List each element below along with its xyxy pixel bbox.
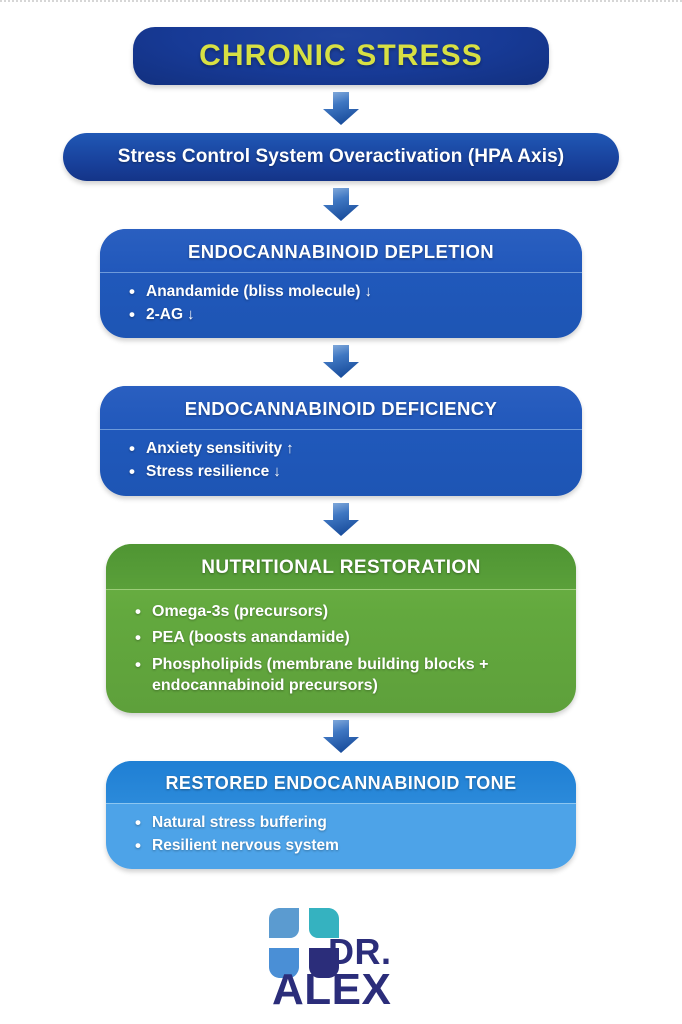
node-endocannabinoid-depletion: ENDOCANNABINOID DEPLETION Anandamide (bl… (100, 229, 582, 339)
restored-header: RESTORED ENDOCANNABINOID TONE (106, 760, 576, 804)
trend-down-icon: ↓ (364, 283, 372, 300)
arrow-connector-3 (321, 345, 361, 379)
restored-body: Natural stress buffering Resilient nervo… (106, 804, 576, 869)
list-item: Phospholipids (membrane building blocks … (135, 654, 558, 697)
list-item-text: Resilient nervous system (152, 836, 339, 854)
depletion-list: Anandamide (bliss molecule)↓ 2-AG↓ (100, 281, 582, 326)
brand-logo: DR. ALEX (256, 905, 426, 1014)
node-restored-tone: RESTORED ENDOCANNABINOID TONE Natural st… (106, 760, 576, 870)
trend-down-icon: ↓ (273, 463, 281, 481)
nutritional-body: Omega-3s (precursors) PEA (boosts ananda… (106, 590, 576, 713)
deficiency-list: Anxiety sensitivity↑ Stress resilience↓ (100, 438, 582, 483)
node-endocannabinoid-deficiency: ENDOCANNABINOID DEFICIENCY Anxiety sensi… (100, 386, 582, 496)
node-chronic-stress: CHRONIC STRESS (133, 27, 549, 85)
arrow-connector-4 (321, 502, 361, 537)
list-item-text: Natural stress buffering (152, 813, 327, 831)
list-item-text: Phospholipids (membrane building blocks … (152, 656, 489, 694)
list-item-text: Anxiety sensitivity (146, 440, 283, 458)
depletion-header: ENDOCANNABINOID DEPLETION (100, 229, 582, 273)
node-hpa-axis: Stress Control System Overactivation (HP… (63, 133, 619, 181)
nutritional-list: Omega-3s (precursors) PEA (boosts ananda… (106, 601, 576, 697)
list-item: Anandamide (bliss molecule)↓ (129, 281, 564, 303)
deficiency-header: ENDOCANNABINOID DEFICIENCY (100, 386, 582, 431)
arrow-connector-2 (321, 188, 361, 222)
restored-list: Natural stress buffering Resilient nervo… (106, 812, 576, 857)
arrow-connector-1 (321, 92, 361, 126)
list-item-text: PEA (boosts anandamide) (152, 629, 350, 647)
clover-brain-icon (269, 908, 339, 979)
node-nutritional-restoration: NUTRITIONAL RESTORATION Omega-3s (precur… (106, 543, 576, 713)
list-item: PEA (boosts anandamide) (135, 627, 558, 649)
trend-down-icon: ↓ (187, 306, 195, 324)
list-item: Natural stress buffering (135, 812, 558, 834)
trend-up-icon: ↑ (286, 440, 294, 458)
list-item-text: Anandamide (bliss molecule) (146, 283, 361, 300)
list-item: Anxiety sensitivity↑ (129, 438, 564, 460)
list-item: Omega-3s (precursors) (135, 601, 558, 623)
list-item-text: 2-AG (146, 306, 184, 324)
depletion-body: Anandamide (bliss molecule)↓ 2-AG↓ (100, 273, 582, 338)
hpa-axis-title: Stress Control System Overactivation (HP… (117, 146, 565, 167)
list-item-text: Omega-3s (precursors) (152, 602, 329, 620)
arrow-connector-5 (321, 719, 361, 754)
list-item: Stress resilience↓ (129, 461, 564, 483)
deficiency-body: Anxiety sensitivity↑ Stress resilience↓ (100, 430, 582, 495)
nutritional-header: NUTRITIONAL RESTORATION (106, 543, 576, 590)
list-item: Resilient nervous system (135, 835, 558, 857)
list-item: 2-AG↓ (129, 304, 564, 326)
list-item-text: Stress resilience (146, 463, 270, 481)
chronic-stress-title: CHRONIC STRESS (199, 39, 483, 72)
